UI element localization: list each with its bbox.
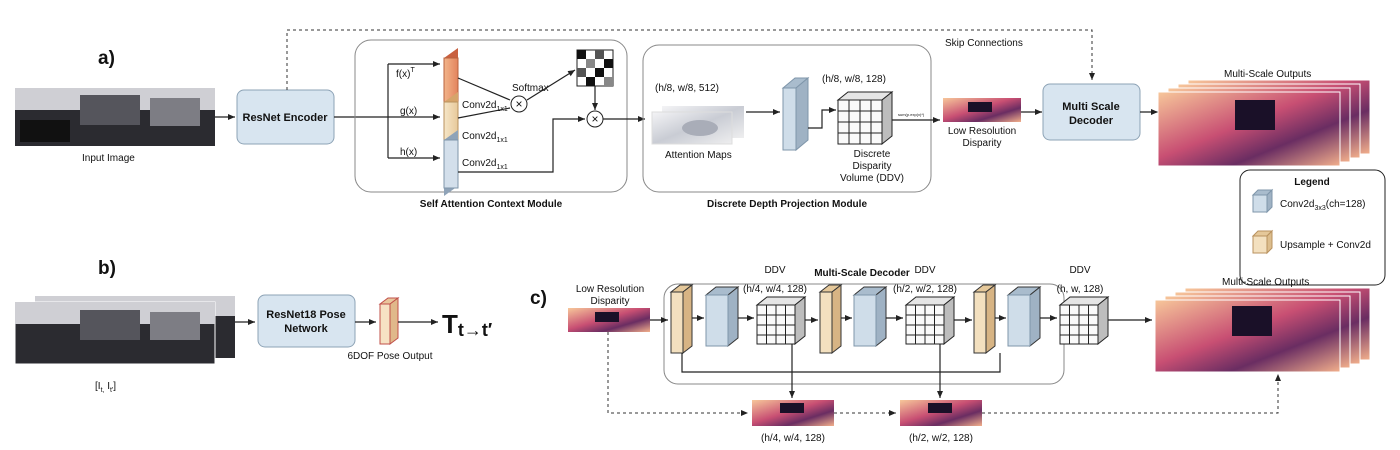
c-ddv1-label: DDV	[764, 265, 785, 276]
legend-blue-cube	[1251, 188, 1274, 214]
pose-network-block	[257, 294, 356, 348]
line-g-to-mult	[457, 107, 511, 119]
softmax-label: Softmax	[512, 83, 549, 94]
h-x-label: h(x)	[400, 147, 417, 158]
lowres-disparity-a	[943, 98, 1021, 122]
ddp-module-box	[642, 44, 932, 193]
self-attention-module-box	[354, 39, 628, 193]
skip-connections-label: Skip Connections	[945, 38, 1023, 49]
msd-title: Multi-Scale Decoder	[814, 268, 910, 279]
c-conv-3	[1006, 285, 1042, 348]
panel-a-label: a)	[98, 48, 115, 69]
c-bottom-label-1: (h/4, w/4, 128)	[761, 433, 825, 444]
attention-shape-label: (h/8, w/8, 512)	[655, 83, 719, 94]
legend-box	[1239, 169, 1386, 286]
svg-text:×: ×	[515, 97, 522, 111]
pose-output-label: 6DOF Pose Output	[347, 351, 432, 362]
attention-maps-image	[651, 106, 744, 145]
legend-item1-label: Conv2d3x3(ch=128)	[1280, 199, 1366, 212]
svg-text:×: ×	[591, 112, 598, 126]
msd-label-line1: Multi Scale	[1062, 101, 1119, 113]
ms-outputs-stack-a	[1157, 79, 1371, 167]
c-dash-path-3	[982, 374, 1281, 414]
conv-g-label: Conv2d1x1	[462, 131, 508, 144]
c-ddv-cube-2	[904, 295, 956, 346]
conv-h-plate	[443, 130, 459, 196]
softmax-grid	[576, 49, 614, 87]
ddp-conv-block	[781, 76, 810, 152]
input-image	[15, 88, 215, 146]
ms-outputs-stack-c	[1154, 287, 1371, 373]
c-lowres-line1: Low Resolution	[576, 284, 644, 295]
line-conv-to-ddv	[808, 107, 836, 129]
conv-f-label: Conv2d1x1	[462, 100, 508, 113]
c-ddv1-shape: (h/4, w/4, 128)	[743, 284, 807, 295]
g-x-label: g(x)	[400, 106, 417, 117]
c-ddv-cube-3	[1058, 295, 1110, 346]
c-ddv3-label: DDV	[1069, 265, 1090, 276]
legend-item2-label: Upsample + Conv2d	[1280, 240, 1371, 251]
input-image-label: Input Image	[82, 153, 135, 164]
c-ddv-cube-1	[755, 295, 807, 346]
image-pair-label: [It, It']	[95, 381, 116, 394]
c-conv-2	[852, 285, 888, 348]
ms-outputs-label-a: Multi-Scale Outputs	[1224, 69, 1311, 80]
ddv-cube-a	[836, 90, 894, 146]
c-conv-1	[704, 285, 740, 348]
line-to-softmax	[526, 69, 576, 101]
panel-c-label: c)	[530, 288, 547, 309]
c-ddv2-shape: (h/2, w/2, 128)	[893, 284, 957, 295]
c-upsample-1	[669, 283, 694, 355]
lowres-label-line1: Low Resolution	[948, 126, 1016, 137]
c-upsample-3	[972, 283, 997, 355]
c-disparity-h4	[752, 400, 834, 426]
panel-b-label: b)	[98, 258, 116, 279]
msd-label-line2: Decoder	[1069, 115, 1114, 127]
legend-peach-cube	[1251, 229, 1274, 255]
c-internal-skip	[681, 353, 1001, 373]
c-upsample-2	[818, 283, 843, 355]
image-pair	[14, 296, 235, 365]
transform-label: Tt→t′	[442, 309, 492, 340]
lowres-label-line2: Disparity	[963, 138, 1002, 149]
c-lowres-line2: Disparity	[591, 296, 630, 307]
multiply-op-1	[510, 95, 528, 113]
c-dash-path-1	[607, 332, 748, 416]
ddv-label-line3: Volume (DDV)	[840, 173, 904, 184]
resnet-encoder-label: ResNet Encoder	[243, 112, 329, 124]
c-ddv3-shape: (h, w, 128)	[1057, 284, 1104, 295]
c-lowres-disparity	[568, 308, 650, 332]
skip-connection-line	[286, 29, 1095, 90]
attention-maps-label: Attention Maps	[665, 150, 732, 161]
c-disparity-h2	[900, 400, 982, 426]
line-f-to-mult	[457, 77, 511, 101]
pose-network-line2: Network	[284, 323, 328, 335]
ms-outputs-label-c: Multi-Scale Outputs	[1222, 277, 1309, 288]
ddv-label-line1: Discrete	[854, 149, 891, 160]
line-h-to-mult	[458, 116, 585, 173]
ddv-label-line2: Disparity	[853, 161, 892, 172]
tiny-op-label: sum(p.exp(x)*)	[898, 112, 925, 117]
ddp-module-label: Discrete Depth Projection Module	[707, 199, 867, 210]
conv-h-label: Conv2d1x1	[462, 158, 508, 171]
self-attention-module-label: Self Attention Context Module	[420, 199, 563, 210]
legend-title: Legend	[1294, 177, 1330, 188]
ddv-shape-label: (h/8, w/8, 128)	[822, 74, 886, 85]
c-bottom-label-2: (h/2, w/2, 128)	[909, 433, 973, 444]
f-x-label: f(x)T	[396, 67, 415, 80]
c-ddv2-label: DDV	[914, 265, 935, 276]
pose-network-line1: ResNet18 Pose	[266, 309, 346, 321]
pose-output-block	[378, 297, 400, 345]
